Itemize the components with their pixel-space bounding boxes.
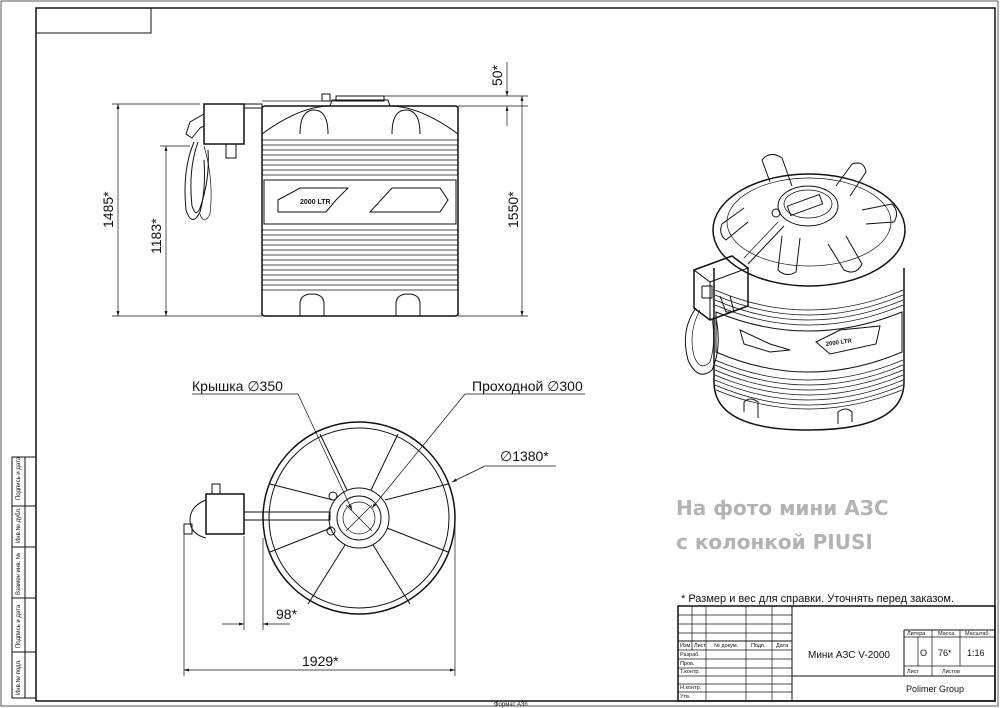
dim-50: 50* xyxy=(489,64,505,86)
tb-row-tkontr: Т.контр. xyxy=(680,669,700,675)
side-stamp-text-1: Подпись и дата xyxy=(16,456,22,500)
tb-col-date: Дата xyxy=(776,643,789,649)
top-view xyxy=(183,421,456,615)
tank-ribs xyxy=(262,139,458,291)
dim-1183: 1183* xyxy=(148,218,164,254)
tb-mass-label: Масса xyxy=(938,631,955,637)
tb-row-nkontr: Н.контр. xyxy=(680,685,702,691)
side-stamp-text-3: Взамен инв. № xyxy=(15,553,22,595)
side-stamp-text-4: Подпись и дата xyxy=(16,604,22,648)
photo-note-line2: с колонкой PIUSI xyxy=(676,530,873,554)
top-dimensions: Крышка ∅350 Проходной ∅300 ∅1380* 98* 19… xyxy=(183,378,585,676)
callout-diameter: ∅1380* xyxy=(500,448,549,464)
photo-note-line1: На фото мини АЗС xyxy=(676,496,889,520)
tb-sheet-label: Лист xyxy=(907,669,919,675)
tb-sheets-label: Листов xyxy=(942,669,960,675)
tb-scale-label: Масштаб xyxy=(965,631,989,637)
tb-scale-value: 1:16 xyxy=(967,648,985,658)
side-stamp-text-5: Инв.№ подл. xyxy=(15,659,22,695)
iso-tank-label: 2000 LTR xyxy=(825,338,852,348)
tb-row-prov: Пров. xyxy=(680,661,695,667)
footnote: * Размер и вес для справки. Уточнять пер… xyxy=(681,593,954,605)
front-dimensions: 1485* 1183* 1550* 50* xyxy=(100,62,528,317)
side-stamp-text-2: Инв.№ дубл. xyxy=(15,507,22,543)
dim-98: 98* xyxy=(276,606,298,622)
tb-col-sign: Подп. xyxy=(751,643,766,649)
tb-litera-label: Литера xyxy=(907,631,926,637)
side-stamp: Подпись и дата Инв.№ дубл. Взамен инв. №… xyxy=(11,456,37,699)
tb-company: Polimer Group xyxy=(906,684,964,694)
tb-row-razrab: Разраб. xyxy=(680,652,700,658)
iso-view: 2000 LTR xyxy=(684,154,906,431)
tb-col-list: Лист xyxy=(694,643,706,649)
top-ribs xyxy=(269,433,449,605)
callout-lid: Крышка ∅350 xyxy=(192,378,283,394)
title-block: Изм. Лист № докум. Подп. Дата Разраб. Пр… xyxy=(677,605,996,702)
iso-ribs xyxy=(714,289,904,410)
tb-litera-value: О xyxy=(920,648,927,658)
tb-col-izm: Изм. xyxy=(680,643,692,649)
dim-1550: 1550* xyxy=(505,191,521,228)
format-label: Формат А3h xyxy=(494,702,528,708)
dim-1929: 1929* xyxy=(302,653,339,669)
tb-product-name: Мини АЗС V-2000 xyxy=(808,650,890,661)
tb-row-utv: Утв. xyxy=(680,694,691,700)
callout-passage: Проходной ∅300 xyxy=(472,378,583,394)
front-view: 2000 LTR xyxy=(184,93,459,317)
tb-col-doc: № докум. xyxy=(714,643,739,649)
front-tank-label: 2000 LTR xyxy=(300,199,331,206)
dim-1485: 1485* xyxy=(100,191,116,228)
tb-mass-value: 76* xyxy=(938,648,952,658)
iso-lugs xyxy=(720,154,898,276)
